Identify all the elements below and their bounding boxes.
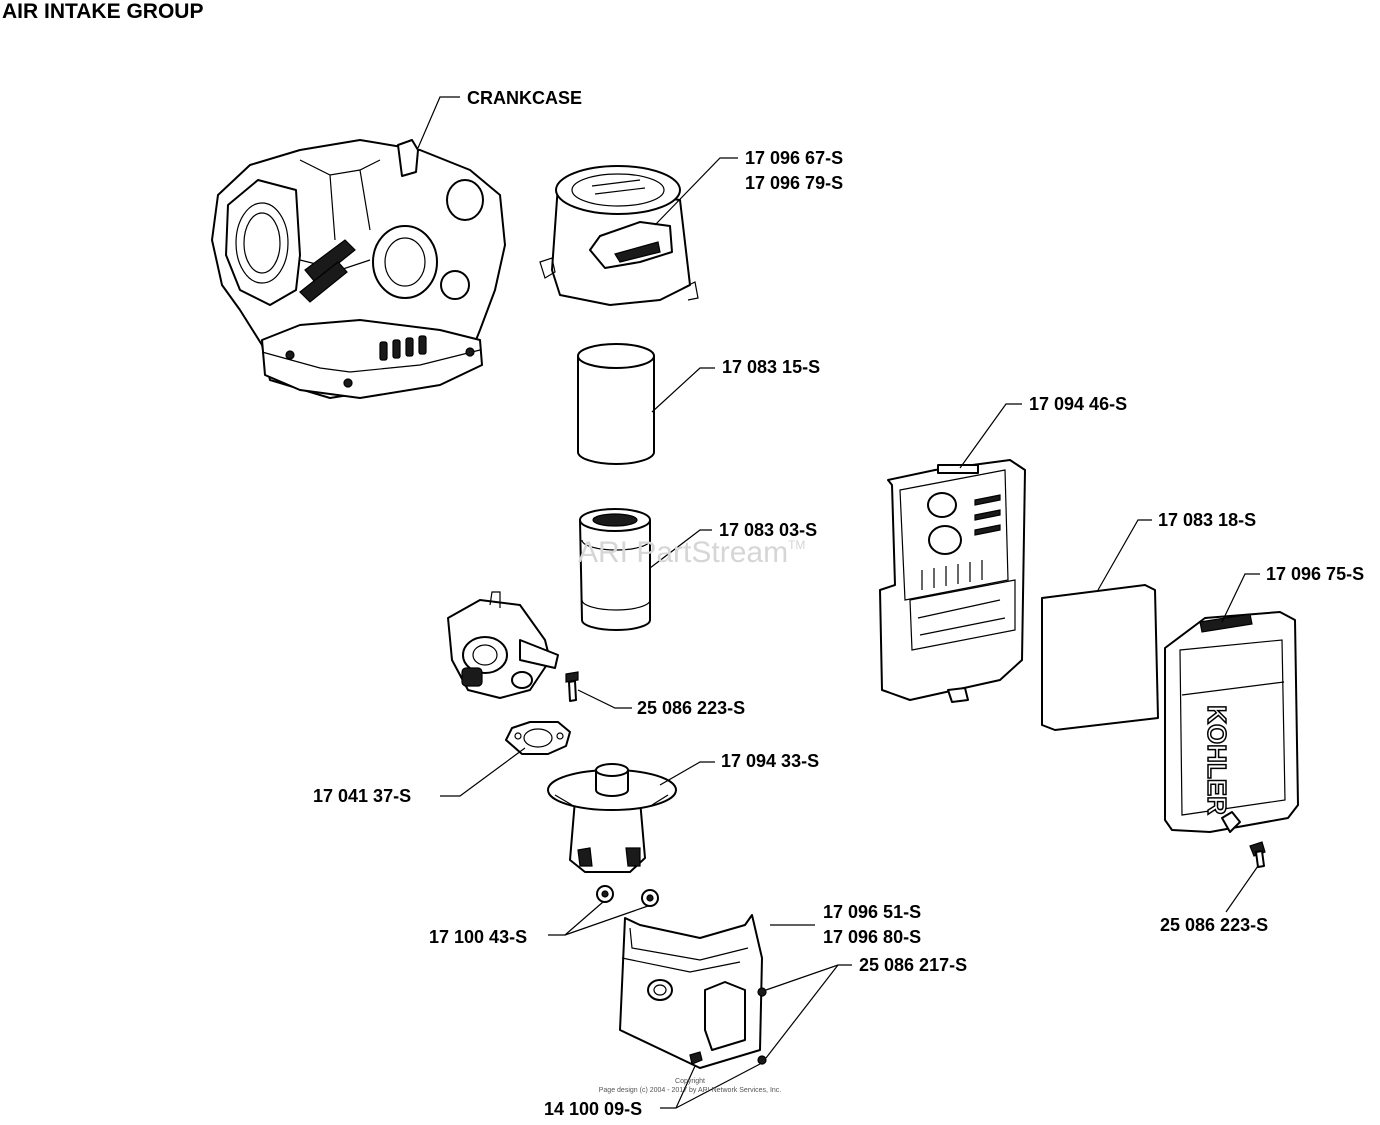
- page-title: AIR INTAKE GROUP: [2, 0, 204, 23]
- callout-air-cleaner-base[interactable]: 17 096 67-S 17 096 79-S: [745, 146, 843, 196]
- callout-carb-screw-label[interactable]: 25 086 223-S: [637, 698, 746, 718]
- callout-cover-screw[interactable]: 25 086 223-S: [1160, 913, 1268, 938]
- callout-shield-label-2[interactable]: 17 096 80-S: [823, 927, 922, 947]
- callout-base-housing[interactable]: 17 094 46-S: [1029, 392, 1127, 417]
- callout-gasket-label[interactable]: 17 041 37-S: [313, 786, 412, 806]
- callout-shield-screw[interactable]: 25 086 217-S: [859, 953, 967, 978]
- copyright-line-1: Copyright: [675, 1078, 705, 1085]
- brand-text: KOHLER: [1202, 705, 1232, 815]
- shield-part: [619, 914, 767, 1069]
- callout-bottom-screw-label[interactable]: 14 100 09-S: [544, 1099, 643, 1119]
- cover-screw-part: [1249, 841, 1266, 868]
- callout-cover-label[interactable]: 17 096 75-S: [1266, 564, 1365, 584]
- callout-nut[interactable]: 17 100 43-S: [429, 925, 527, 950]
- air-element-part: [579, 508, 651, 631]
- callout-shield-label-1[interactable]: 17 096 51-S: [823, 902, 922, 922]
- elbow-part: [547, 763, 677, 873]
- callout-nut-label[interactable]: 17 100 43-S: [429, 927, 528, 947]
- copyright-notice: Copyright Page design (c) 2004 - 2017 by…: [560, 1077, 820, 1095]
- nut-parts: [596, 885, 659, 907]
- callout-panel-element[interactable]: 17 083 18-S: [1158, 508, 1256, 533]
- callout-element[interactable]: 17 083 03-S: [719, 518, 817, 543]
- callout-panel-element-label[interactable]: 17 083 18-S: [1158, 510, 1257, 530]
- callout-air-cleaner-base-label-1[interactable]: 17 096 67-S: [745, 148, 844, 168]
- callout-crankcase-label: CRANKCASE: [467, 88, 583, 108]
- air-cleaner-base-part: [539, 165, 699, 306]
- crankcase-part: [211, 139, 506, 399]
- callout-cover-screw-label[interactable]: 25 086 223-S: [1160, 915, 1269, 935]
- callout-gasket[interactable]: 17 041 37-S: [313, 784, 411, 809]
- callout-elbow-label[interactable]: 17 094 33-S: [721, 751, 820, 771]
- callout-element-label[interactable]: 17 083 03-S: [719, 520, 818, 540]
- callout-elbow[interactable]: 17 094 33-S: [721, 749, 819, 774]
- carburetor-part: [447, 591, 559, 699]
- callout-shield-screw-label[interactable]: 25 086 217-S: [859, 955, 968, 975]
- precleaner-part: [577, 343, 655, 465]
- callout-bottom-screw[interactable]: 14 100 09-S: [544, 1097, 642, 1122]
- callout-base-housing-label[interactable]: 17 094 46-S: [1029, 394, 1128, 414]
- watermark-text: ARI PartStream: [578, 536, 789, 569]
- watermark-tm: TM: [788, 538, 806, 552]
- callout-precleaner-label[interactable]: 17 083 15-S: [722, 357, 821, 377]
- cover-part: [1164, 611, 1299, 833]
- callout-shield[interactable]: 17 096 51-S 17 096 80-S: [823, 900, 921, 950]
- callout-carb-screw[interactable]: 25 086 223-S: [637, 696, 745, 721]
- leader-lines: [417, 96, 1260, 1109]
- callout-cover[interactable]: 17 096 75-S: [1266, 562, 1364, 587]
- base-housing-part: [879, 459, 1026, 703]
- panel-element-part: [1041, 584, 1159, 731]
- callout-precleaner[interactable]: 17 083 15-S: [722, 355, 820, 380]
- copyright-line-2: Page design (c) 2004 - 2017 by ARI Netwo…: [598, 1087, 782, 1094]
- callout-air-cleaner-base-label-2[interactable]: 17 096 79-S: [745, 173, 844, 193]
- gasket-part: [505, 721, 571, 755]
- carb-screw-part: [565, 671, 579, 702]
- callout-crankcase: CRANKCASE: [467, 86, 582, 111]
- watermark: ARI PartStreamTM: [578, 536, 805, 570]
